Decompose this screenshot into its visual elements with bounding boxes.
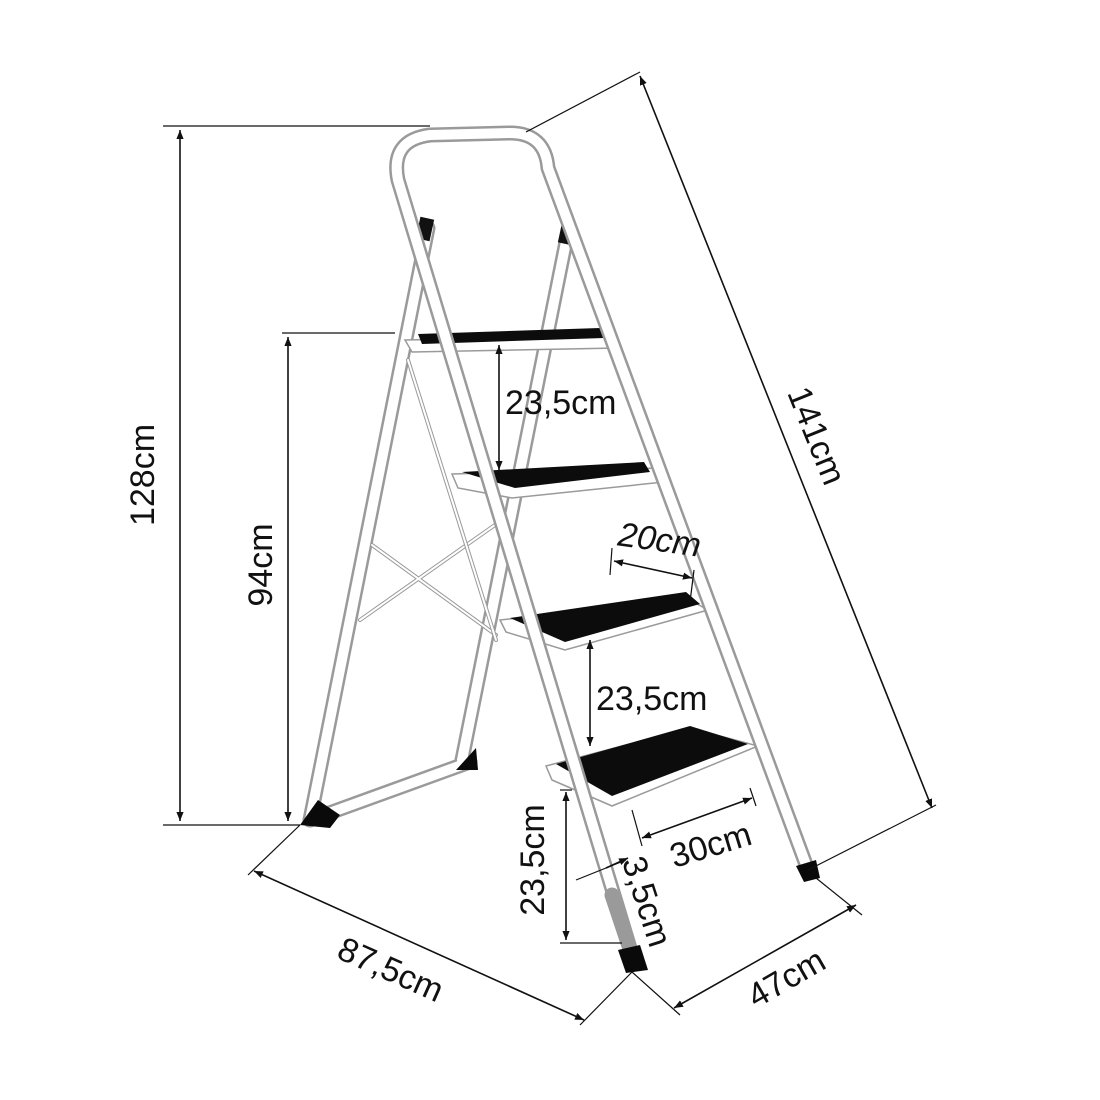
dimension-lines [163, 71, 937, 1026]
label-base-depth: 87,5cm [332, 930, 449, 1010]
dim-step-depth [613, 559, 693, 580]
label-length: 141cm [779, 381, 852, 490]
foot-rear-left [300, 800, 340, 828]
feet [300, 748, 820, 973]
foot-front-right [796, 860, 820, 882]
dim-tube-width [605, 857, 629, 869]
dim-base-depth [253, 870, 585, 1021]
cross-brace [358, 358, 504, 642]
label-step-spacing-lower: 23,5cm [596, 680, 708, 718]
label-base-width: 47cm [741, 941, 832, 1015]
dim-length [639, 75, 933, 809]
label-step-depth: 20cm [615, 515, 704, 564]
label-step-spacing-upper: 23,5cm [505, 384, 617, 422]
dim-base-width [673, 904, 857, 1009]
label-bottom-step-height: 23,5cm [514, 804, 552, 916]
label-top-step-height: 94cm [242, 523, 280, 606]
foot-rear-right [456, 748, 478, 770]
label-total-height: 128cm [124, 424, 162, 526]
foot-front-left [618, 945, 648, 973]
tread-2 [450, 462, 665, 499]
front-frame [389, 125, 816, 963]
